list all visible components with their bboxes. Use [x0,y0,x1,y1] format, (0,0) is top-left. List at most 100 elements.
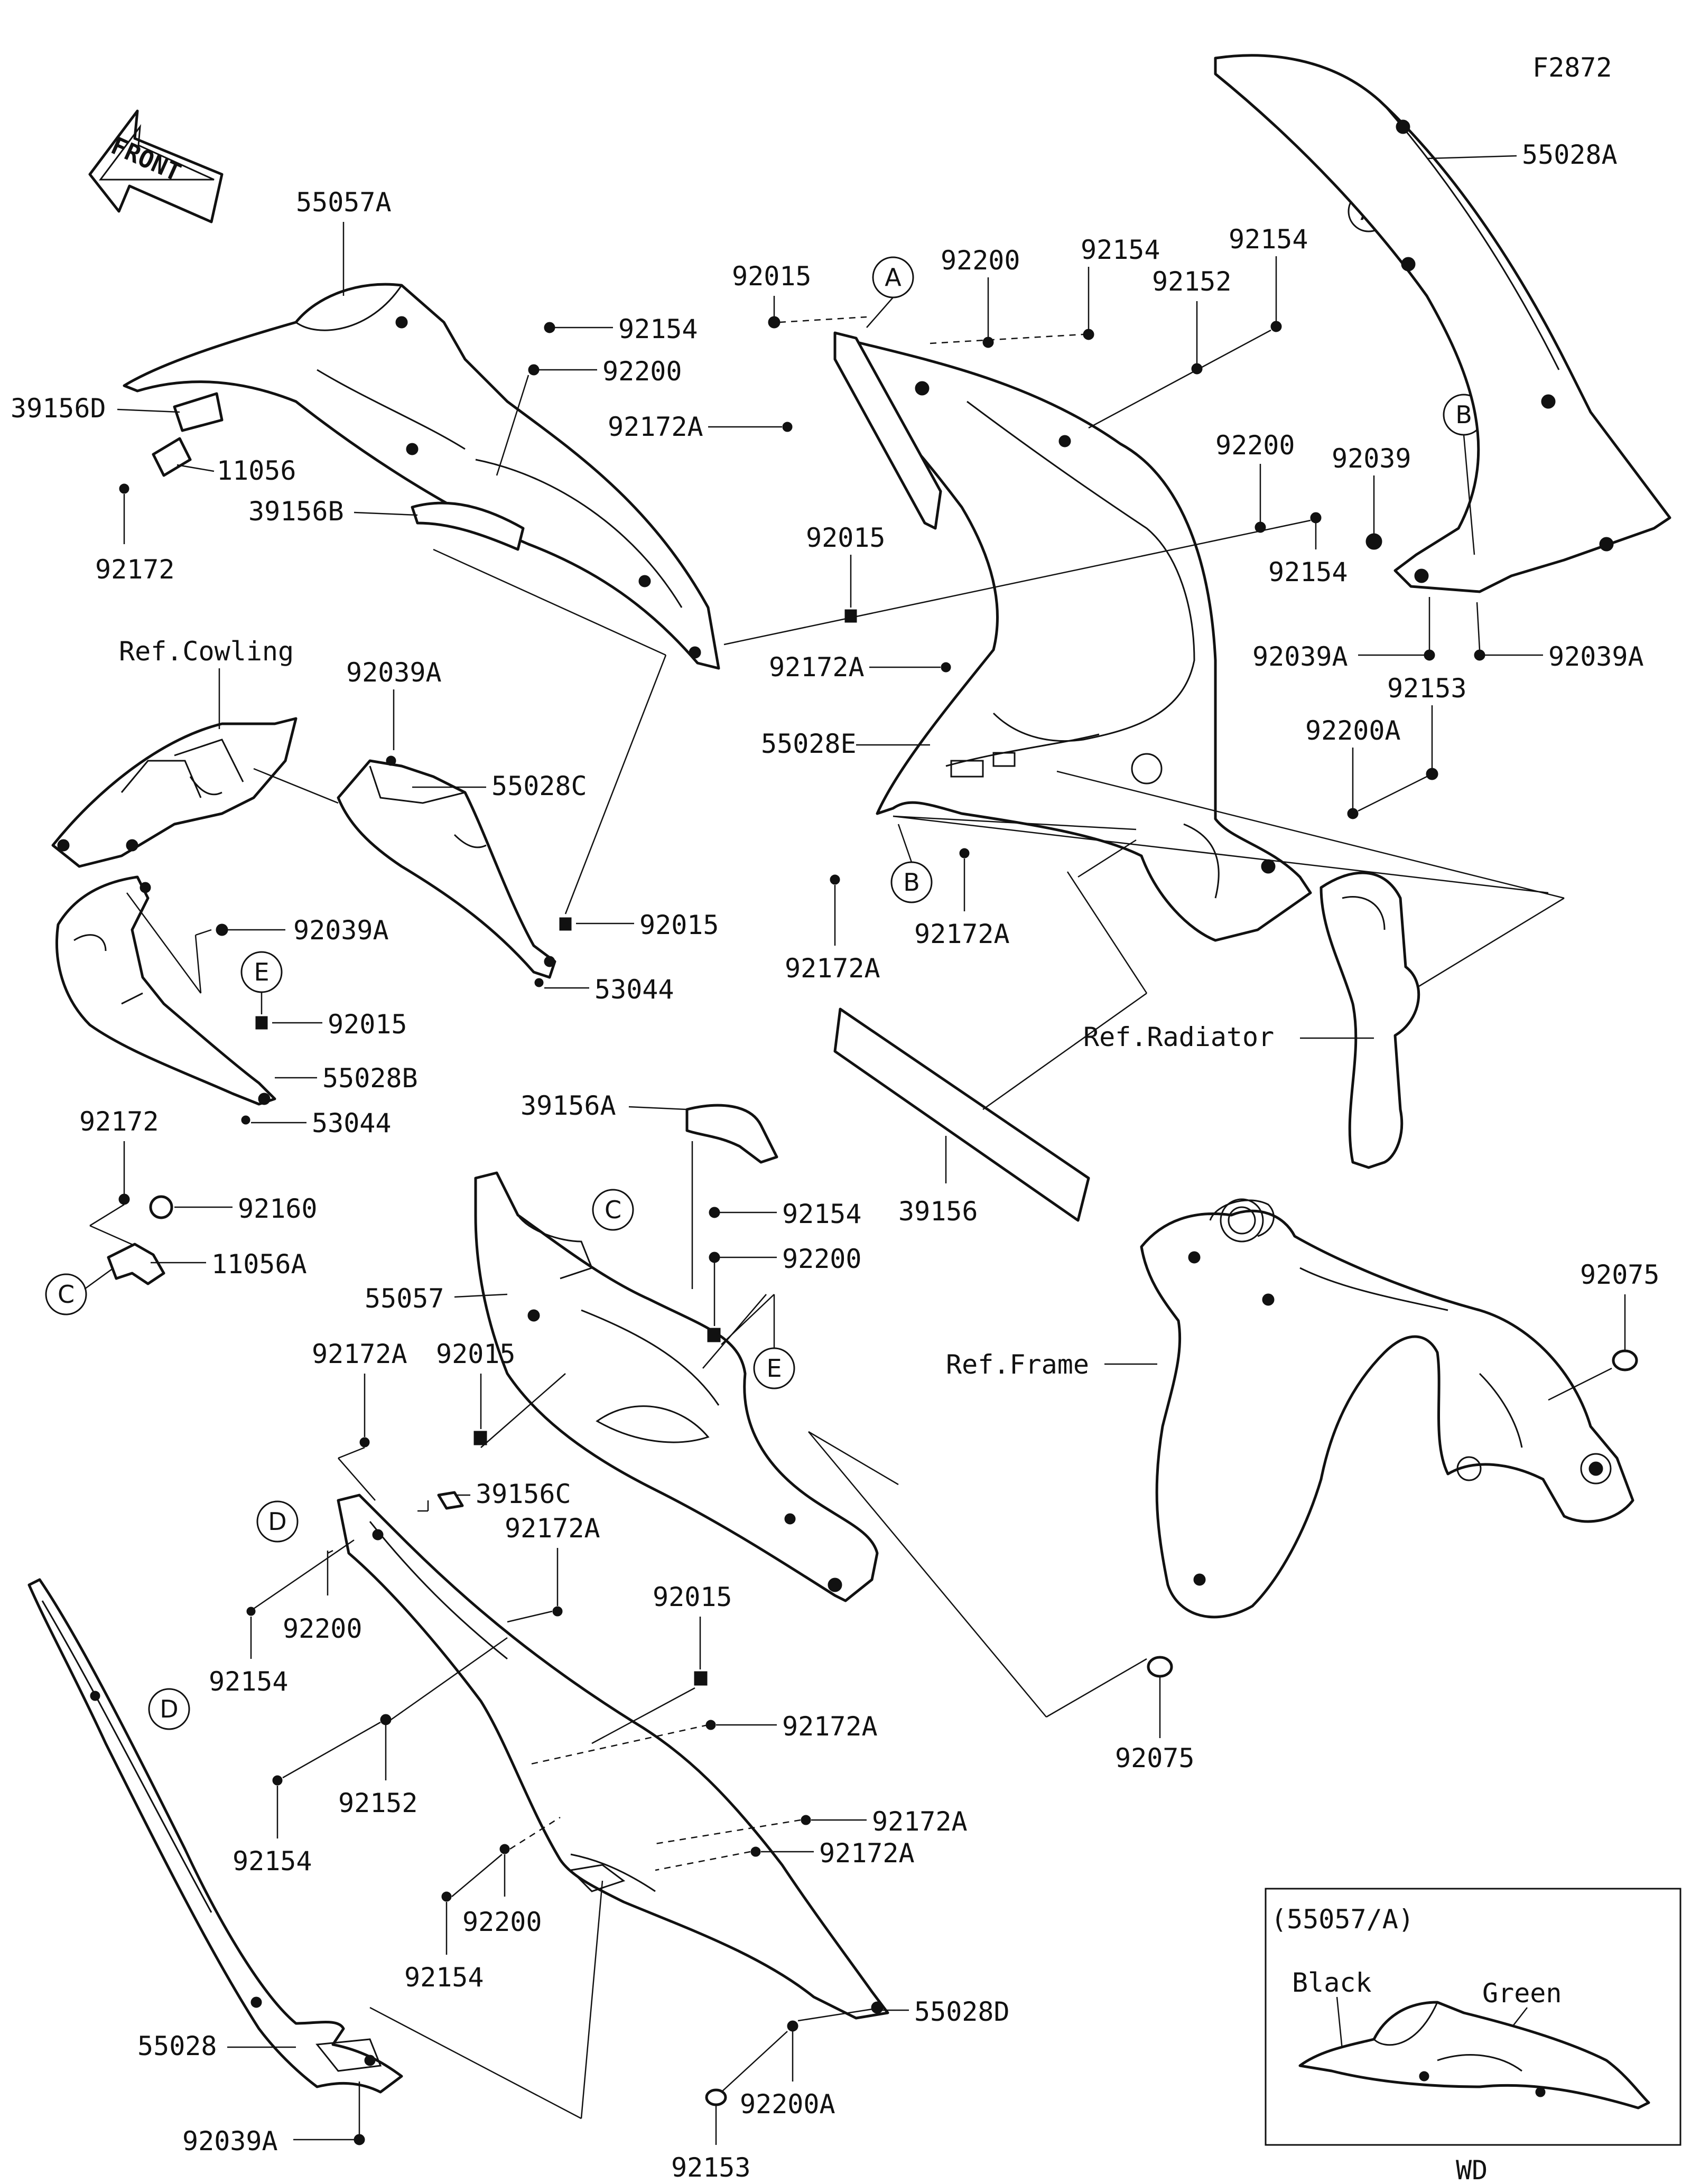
callout-d-1 [256,1500,299,1543]
label-55028: 55028 [137,2031,217,2061]
label-92172a-h: 92172A [872,1806,968,1837]
bolt-92153 [705,2088,727,2106]
callout-c-2 [45,1273,87,1315]
pad-39156a [685,1104,778,1164]
label-92154-g: 92154 [233,1846,312,1877]
label-39156a: 39156A [521,1090,616,1121]
ref-frame [1140,1198,1634,1619]
label-92200-b: 92200 [941,245,1020,276]
label-ref-radiator: Ref.Radiator [1083,1022,1274,1052]
label-92172a-d: 92172A [914,919,1010,949]
inner-bracket [833,331,942,530]
label-92200-c: 92200 [1215,430,1295,461]
label-55028e: 55028E [761,729,857,759]
label-39156: 39156 [898,1196,978,1227]
label-92152-b: 92152 [338,1788,418,1818]
label-92015-c: 92015 [639,910,719,940]
label-39156d: 39156D [11,393,106,424]
label-92039a-b: 92039A [1548,641,1644,672]
label-92015-b: 92015 [806,522,886,553]
label-53044-a: 53044 [594,974,674,1005]
callout-b-1-text: B [1455,400,1472,429]
pad-39156b [411,501,525,551]
label-92154-e: 92154 [782,1199,862,1229]
label-92039: 92039 [1332,443,1411,474]
upper-cowl-55057a [123,283,720,670]
label-92039a-a: 92039A [1252,641,1348,672]
label-92172a-e: 92172A [312,1339,407,1369]
label-92154-d: 92154 [1268,557,1348,587]
cowl-piece-55028c [337,755,556,979]
label-92200-d: 92200 [782,1244,862,1274]
label-92172a-f: 92172A [505,1513,600,1544]
label-92172a-i: 92172A [819,1838,915,1869]
label-92172a-c: 92172A [785,953,880,984]
label-92172a-g: 92172A [782,1711,878,1742]
label-92075-a: 92075 [1580,1259,1660,1290]
label-92200-a: 92200 [602,356,682,387]
grommet-92075-a [1612,1349,1638,1371]
label-92075-b: 92075 [1115,1743,1195,1774]
bracket-11056a [107,1243,165,1285]
ref-cowling [51,717,298,868]
callout-d-1-text: D [268,1507,286,1536]
inset-box [1265,1888,1681,2146]
label-92200-e: 92200 [283,1613,363,1644]
label-92015-d: 92015 [328,1009,407,1040]
label-11056a: 11056A [211,1249,307,1280]
inset-code: WD [1456,2155,1488,2184]
callout-b-2-text: B [903,868,920,897]
label-92015-e: 92015 [436,1339,516,1369]
label-92154-h: 92154 [404,1962,484,1993]
callout-d-2-text: D [160,1695,178,1723]
label-55028d: 55028D [914,1996,1010,2027]
label-92172a-b: 92172A [769,652,865,683]
label-92153-b: 92153 [671,2152,751,2183]
label-92039a-e: 92039A [182,2126,278,2157]
callout-c-1-text: C [605,1196,621,1224]
side-strip-55028 [27,1578,403,2094]
bracket-11056 [152,437,192,477]
label-ref-cowling: Ref.Cowling [119,636,294,667]
label-92172a-a: 92172A [608,412,703,442]
under-cowl-55028d [337,1494,889,2020]
middle-cowl-55028e [839,337,1312,942]
label-92172-a: 92172 [95,554,175,585]
label-92160: 92160 [238,1193,318,1224]
label-92154-a: 92154 [618,314,698,344]
label-92015-f: 92015 [653,1582,732,1612]
strip-39156 [833,1007,1090,1222]
callout-c-1 [592,1189,634,1231]
ref-radiator [1320,871,1420,1169]
grommet-92075-b [1147,1656,1173,1678]
label-55028c: 55028C [491,771,587,801]
label-55057: 55057 [365,1283,444,1314]
pad-39156c [437,1491,464,1510]
label-92200a-b: 92200A [740,2089,835,2120]
inset-green-label: Green [1482,1978,1562,2009]
callout-c-2-text: C [58,1280,75,1309]
label-92172-b: 92172 [79,1106,159,1137]
inset-cowl-drawing [1298,2001,1650,2110]
callout-d-2 [148,1688,190,1730]
pad-39156d [173,392,224,432]
label-92200-f: 92200 [462,1907,542,1937]
label-53044-b: 53044 [312,1108,392,1138]
side-panel-55028a [1214,54,1671,593]
label-92152-a: 92152 [1152,266,1232,297]
label-92015-a: 92015 [732,261,812,292]
callout-a-1-text: A [885,263,902,292]
callout-e-1-text: E [254,958,269,986]
label-39156c: 39156C [476,1479,571,1509]
label-92154-f: 92154 [209,1666,289,1697]
label-11056: 11056 [217,455,296,486]
label-55057a: 55057A [296,187,392,218]
inner-cowl-55028b [55,875,276,1106]
label-ref-frame: Ref.Frame [946,1349,1089,1380]
label-92154-b: 92154 [1081,235,1160,265]
lower-cowl-55057 [474,1171,879,1602]
inset-title: (55057/A) [1271,1904,1414,1935]
label-92153-a: 92153 [1387,673,1467,704]
